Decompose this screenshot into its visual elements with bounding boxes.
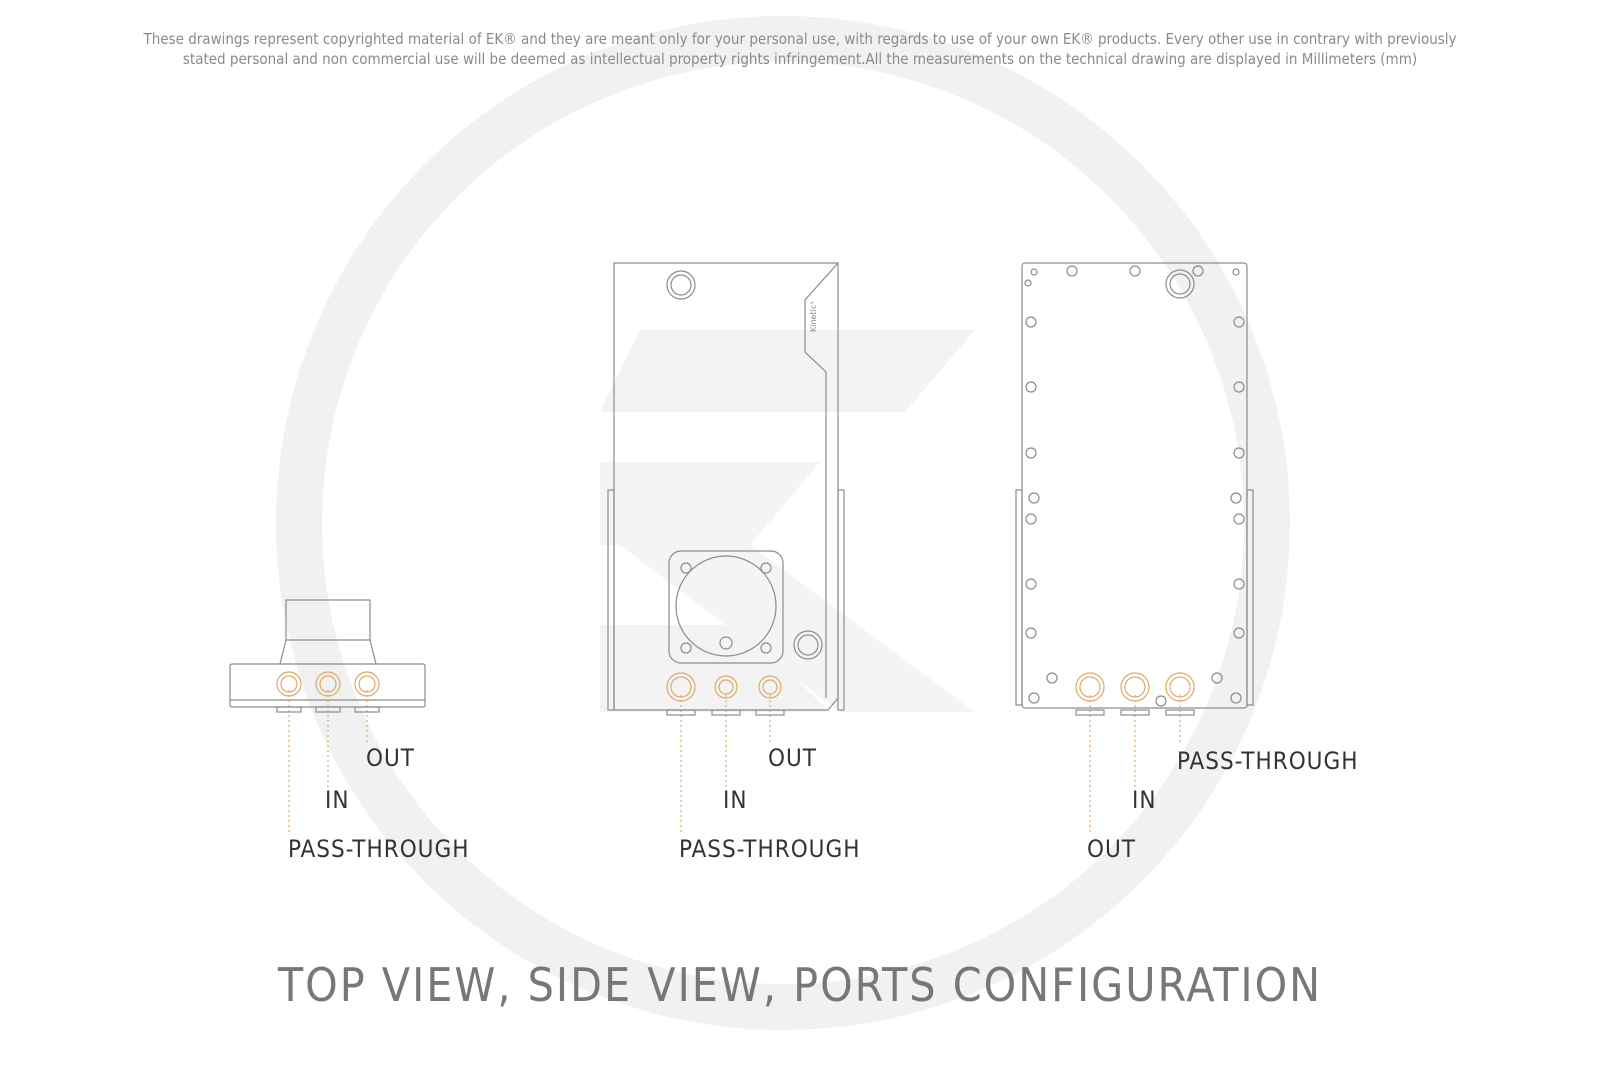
top-view: [229, 599, 426, 835]
copyright-notice-line1: These drawings represent copyrighted mat…: [143, 30, 1457, 48]
top-view-in-label: IN: [325, 786, 350, 814]
back-view-out-label: OUT: [1087, 835, 1136, 863]
side-view-pass-through-label: PASS-THROUGH: [679, 835, 861, 863]
drawing-title: TOP VIEW, SIDE VIEW, PORTS CONFIGURATION: [277, 958, 1323, 1012]
back-view: [1015, 262, 1254, 835]
side-view-in-label: IN: [723, 786, 748, 814]
top-view-pass-through-label: PASS-THROUGH: [288, 835, 470, 863]
back-view-in-label: IN: [1132, 786, 1157, 814]
back-view-pass-through-label: PASS-THROUGH: [1177, 747, 1359, 775]
side-view: [607, 262, 845, 835]
side-view-out-label: OUT: [768, 744, 817, 772]
top-view-out-label: OUT: [366, 744, 415, 772]
brand-text: Kinetic³: [809, 302, 818, 332]
ek-watermark: [276, 16, 1290, 1030]
copyright-notice-line2: stated personal and non commercial use w…: [182, 50, 1418, 68]
